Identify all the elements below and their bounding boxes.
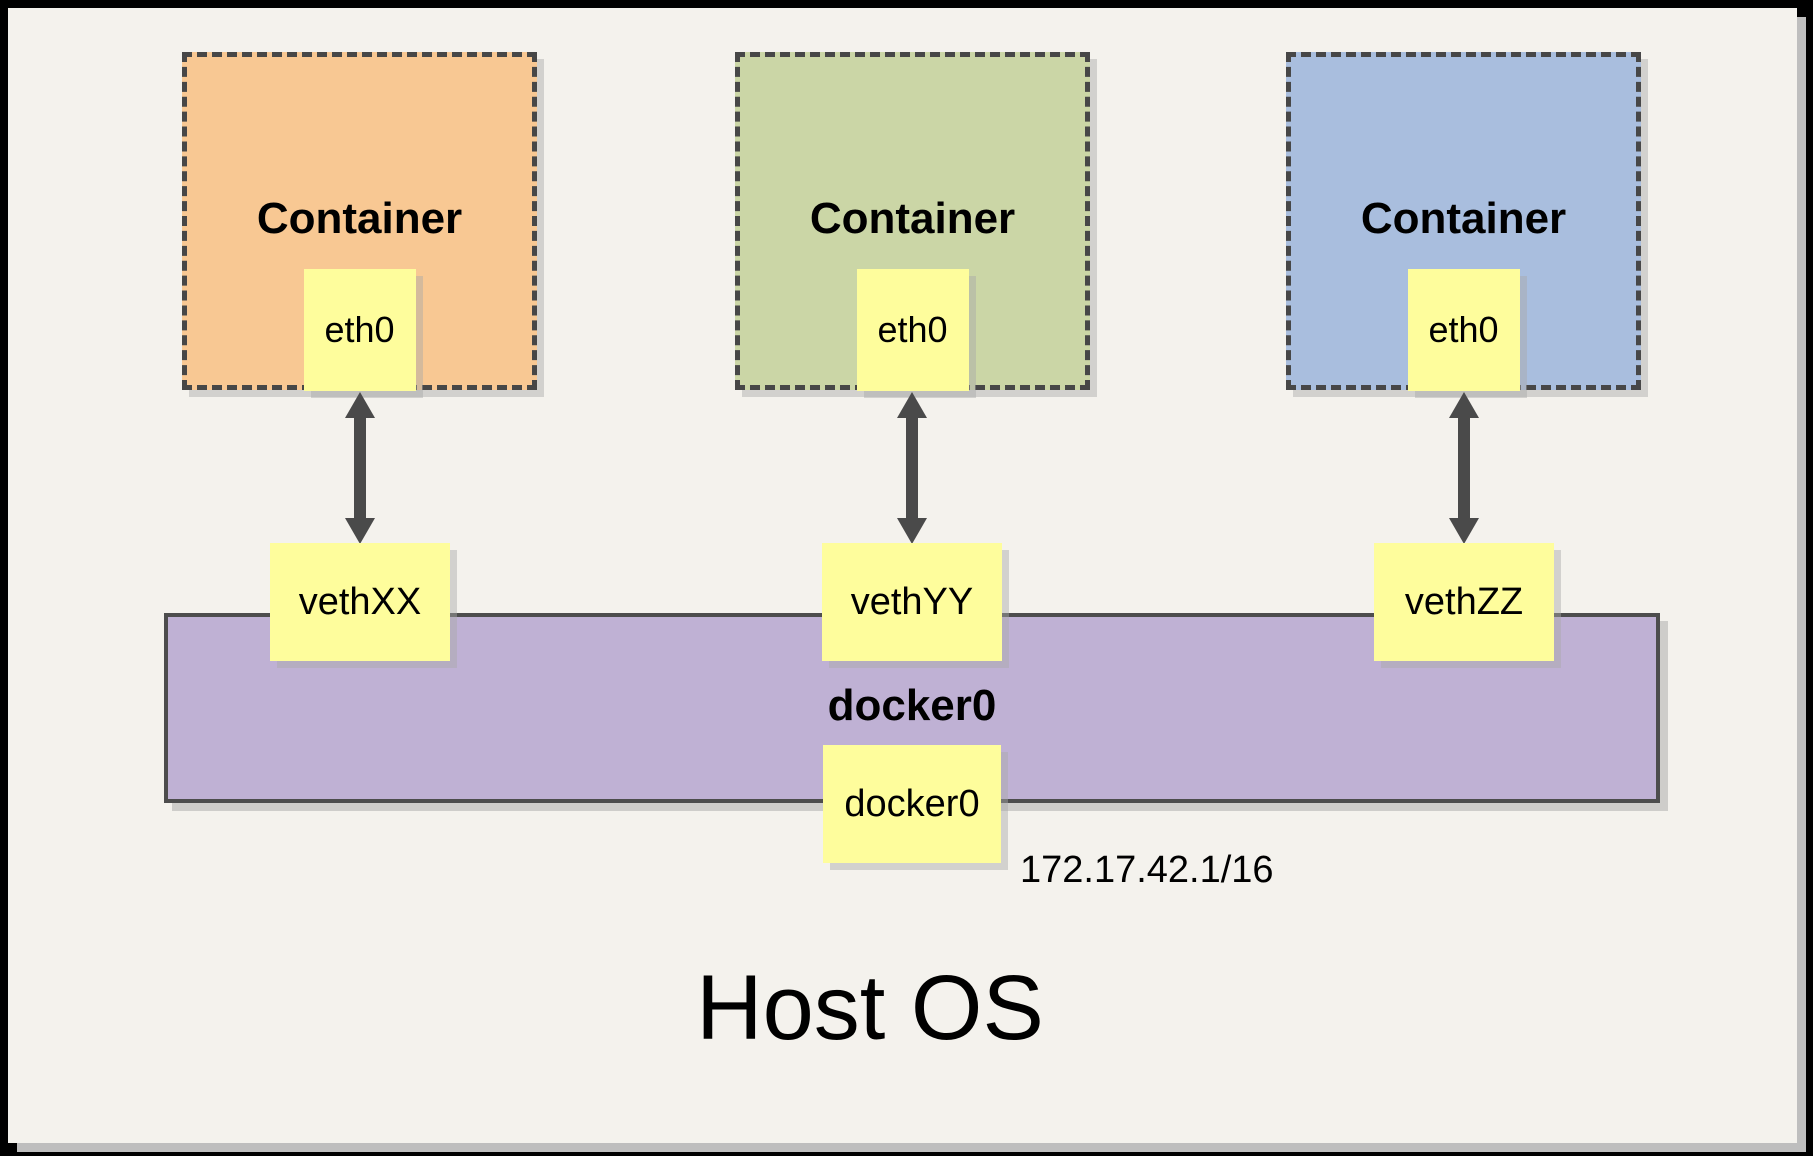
host-os-label: Host OS xyxy=(696,957,1044,1059)
veth-interface-1: vethXX xyxy=(270,543,450,661)
container-2-eth0-interface: eth0 xyxy=(856,269,969,391)
docker0-interface-label: docker0 xyxy=(844,782,980,825)
docker0-interface: docker0 xyxy=(823,745,1001,863)
veth-2-label: vethYY xyxy=(850,580,974,623)
container-3-label: Container xyxy=(1360,194,1567,243)
bidirectional-arrow-icon-2 xyxy=(897,392,927,544)
bridge-ip-address: 172.17.42.1/16 xyxy=(1020,849,1274,891)
container-2-label: Container xyxy=(809,194,1016,243)
container-box-3: Container eth0 xyxy=(1286,52,1641,391)
container-1-eth0-label: eth0 xyxy=(324,309,395,350)
diagram-canvas: Container eth0 Container eth0 Container … xyxy=(8,8,1797,1143)
container-3-eth0-interface: eth0 xyxy=(1407,269,1520,391)
bidirectional-arrow-icon-1 xyxy=(345,392,375,544)
bidirectional-arrow-icon-3 xyxy=(1449,392,1479,544)
container-1-label: Container xyxy=(256,194,463,243)
container-3-eth0-label: eth0 xyxy=(1428,309,1499,350)
container-1-eth0-interface: eth0 xyxy=(303,269,416,391)
container-2-eth0-label: eth0 xyxy=(877,309,948,350)
veth-3-label: vethZZ xyxy=(1404,580,1524,623)
container-box-2: Container eth0 xyxy=(735,52,1090,391)
veth-interface-3: vethZZ xyxy=(1374,543,1554,661)
container-box-1: Container eth0 xyxy=(182,52,537,391)
docker0-bridge-label: docker0 xyxy=(827,681,997,730)
veth-1-label: vethXX xyxy=(298,580,422,623)
veth-interface-2: vethYY xyxy=(822,543,1002,661)
